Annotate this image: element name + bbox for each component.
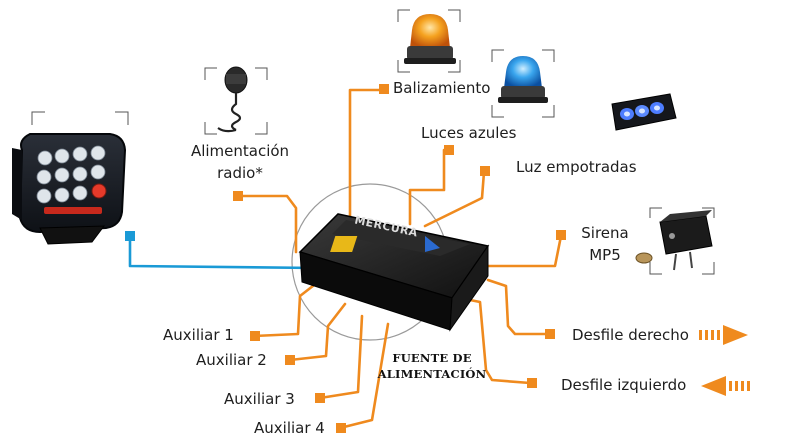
line-auxiliar-1 [252,280,320,338]
label-sirena: Sirena MP5 [580,224,630,264]
label-alimentacion-radio-line2: radio* [217,164,263,182]
blue-terminal [125,231,135,241]
hub-caption-line1: FUENTE DE [392,351,472,365]
label-desfile-derecho: Desfile derecho [572,326,689,344]
line-alimentacion-radio [236,194,298,254]
label-auxiliar-1: Auxiliar 1 [163,326,234,344]
label-desfile-izquierdo: Desfile izquierdo [561,376,687,394]
line-auxiliar-2 [288,302,347,362]
orange-connectors [236,88,563,430]
orange-terminals [233,84,566,433]
hub-caption: FUENTE DE ALIMENTACIÓN [372,350,492,382]
label-alimentacion-radio-line1: Alimentación [190,142,290,160]
line-sirena [478,234,563,268]
label-auxiliar-3: Auxiliar 3 [224,390,295,408]
line-desfile-izquierdo [468,298,532,385]
label-luz-empotradas: Luz empotradas [516,158,637,176]
siren-module-icon [635,210,713,271]
keypad-controller-icon [12,133,127,245]
hub-caption-line2: ALIMENTACIÓN [377,367,487,381]
label-auxiliar-2: Auxiliar 2 [196,351,267,369]
line-auxiliar-4 [338,322,390,430]
line-auxiliar-3 [318,314,364,400]
microphone-icon [217,66,248,133]
label-auxiliar-4: Auxiliar 4 [254,419,325,437]
line-balizamiento [348,88,384,220]
line-luz-empotradas [423,170,486,228]
line-desfile-derecho [486,278,551,336]
power-supply-icon [298,213,490,332]
striped-arrow-left-icon [701,376,750,396]
label-sirena-line1: Sirena [581,224,629,242]
label-sirena-line2: MP5 [589,246,621,264]
corner-brackets [31,9,715,275]
recessed-light-icon [611,93,677,131]
striped-arrow-right-icon [699,325,748,345]
label-balizamiento: Balizamiento [393,79,491,97]
blue-beacon-icon [498,56,548,103]
label-alimentacion-radio: Alimentación radio* [184,142,296,182]
amber-beacon-icon [404,14,456,64]
label-luces-azules: Luces azules [421,124,517,142]
line-control-panel [128,236,319,270]
